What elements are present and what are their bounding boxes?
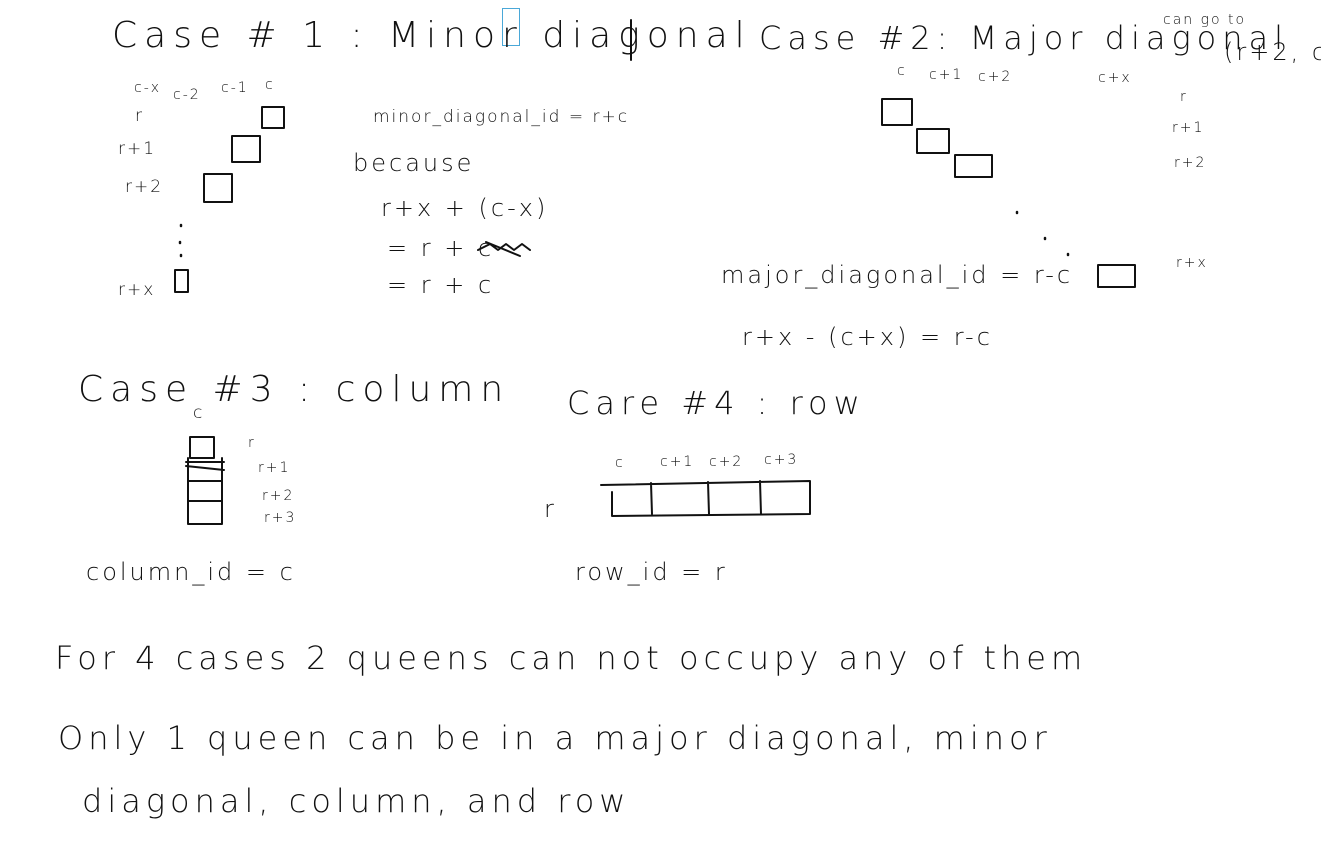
case4-formula: row_id = r xyxy=(575,558,728,586)
case1-step1: r+x + (c-x) xyxy=(381,194,549,222)
case3-title: Case #3 : column xyxy=(78,369,511,410)
case1-row-label: r xyxy=(135,106,144,126)
case2-formula: major_diagonal_id = r-c xyxy=(721,261,1074,289)
text-selection-box[interactable] xyxy=(502,8,520,46)
c1-square-4 xyxy=(174,269,189,293)
case1-row-label: r+x xyxy=(118,280,156,300)
c1-strike xyxy=(477,241,531,257)
case1-col-label: c-x xyxy=(134,80,162,96)
case2-col-label: c+1 xyxy=(929,67,964,83)
case3-col-label: c xyxy=(193,403,205,423)
case4-col-label: c xyxy=(615,455,625,471)
case2-row-label: r+1 xyxy=(1172,120,1205,136)
case1-step2: = r + c xyxy=(387,234,495,262)
case4-col-label: c+3 xyxy=(764,452,799,468)
case3-row-label: r+3 xyxy=(264,510,297,526)
case2-note-line1: can go to xyxy=(1163,12,1247,28)
case2-row-label: r xyxy=(1180,89,1188,105)
case1-title: Case # 1 : Minor diagonal xyxy=(112,15,752,56)
case3-row-label: r+2 xyxy=(262,488,295,504)
c1-square-3 xyxy=(203,173,233,203)
case2-col-label: c+2 xyxy=(978,69,1013,85)
conclusion-line-2: Only 1 queen can be in a major diagonal,… xyxy=(58,719,1052,757)
c2-square-2 xyxy=(916,128,950,154)
c1-square-1 xyxy=(261,106,285,129)
case3-row-label: r+1 xyxy=(258,460,291,476)
case2-col-label: c+x xyxy=(1098,70,1132,86)
case2-note-line2: (r+2, c xyxy=(1224,38,1321,66)
c2-ellipsis xyxy=(1015,210,1070,257)
c2-square-4 xyxy=(1097,264,1136,288)
conclusion-line-3: diagonal, column, and row xyxy=(82,782,631,820)
case4-col-label: c+2 xyxy=(709,454,744,470)
case3-formula: column_id = c xyxy=(86,558,296,586)
case1-formula: minor_diagonal_id = r+c xyxy=(373,107,630,127)
case4-col-label: c+1 xyxy=(660,454,695,470)
c2-square-3 xyxy=(954,154,993,178)
case1-row-label: r+2 xyxy=(125,177,164,197)
case3-row-label: r xyxy=(248,435,256,451)
conclusion-line-1: For 4 cases 2 queens can not occupy any … xyxy=(55,639,1088,677)
case2-row-label: r+x xyxy=(1176,255,1208,271)
case2-col-label: c xyxy=(897,63,907,79)
case2-title: Case #2: Major diagonal xyxy=(759,19,1289,57)
case4-title: Care #4 : row xyxy=(567,384,866,422)
case4-row-label: r xyxy=(544,495,557,523)
case1-col-label: c-2 xyxy=(173,87,201,103)
case1-col-label: c xyxy=(265,77,275,93)
case1-col-label: c-1 xyxy=(221,80,249,96)
c3-column xyxy=(185,436,225,525)
c2-square-1 xyxy=(881,98,913,126)
c1-square-2 xyxy=(231,135,261,163)
c1-ellipsis xyxy=(178,223,183,258)
case2-proof: r+x - (c+x) = r-c xyxy=(742,323,993,351)
case2-row-label: r+2 xyxy=(1174,155,1207,171)
c4-row xyxy=(600,480,811,517)
case1-row-label: r+1 xyxy=(118,139,157,159)
case1-because: because xyxy=(353,149,475,177)
case1-step3: = r + c xyxy=(387,271,495,299)
